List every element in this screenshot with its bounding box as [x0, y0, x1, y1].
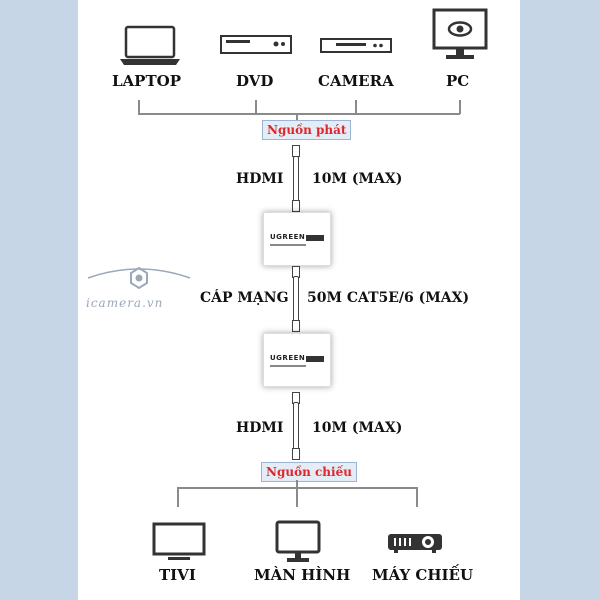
hdmi-plug: [292, 448, 300, 460]
diagram-panel: [78, 0, 520, 600]
link1-type: HDMI: [236, 171, 284, 187]
hdmi-receiver-box: UGREEN: [263, 333, 331, 387]
device-port: [306, 356, 324, 362]
monitor-icon: [275, 520, 321, 562]
tv-icon: [152, 522, 206, 560]
bracket-line: [355, 100, 357, 114]
camera-recorder-icon: [320, 38, 392, 53]
pc-monitor-icon: [432, 8, 488, 59]
bracket-line: [416, 487, 418, 507]
laptop-icon: [120, 25, 180, 65]
projector-icon: [388, 534, 442, 553]
link2-length: 50M CAT5E/6 (MAX): [307, 290, 470, 306]
output-badge: Nguồn chiếu: [261, 462, 357, 482]
source-label-camera: CAMERA: [318, 72, 394, 90]
bracket-line: [296, 113, 298, 121]
watermark-text: icamera.vn: [86, 296, 164, 310]
link3-type: HDMI: [236, 420, 284, 436]
network-plug: [292, 320, 300, 332]
link3-length: 10M (MAX): [312, 420, 403, 436]
bracket-line: [459, 100, 461, 114]
device-port: [306, 235, 324, 241]
output-label-monitor: MÀN HÌNH: [254, 566, 351, 584]
network-cable: [293, 276, 299, 326]
bracket-line: [177, 487, 179, 507]
hdmi-plug: [292, 200, 300, 212]
bracket-line: [255, 100, 257, 114]
output-label-projector: MÁY CHIẾU: [372, 566, 474, 584]
device-model-line: [270, 365, 306, 367]
hdmi-transmitter-box: UGREEN: [263, 212, 331, 266]
source-label-pc: PC: [446, 72, 470, 90]
link2-type: CÁP MẠNG: [200, 290, 289, 306]
source-label-laptop: LAPTOP: [112, 72, 181, 90]
transmitter-brand: UGREEN: [270, 233, 306, 241]
source-badge: Nguồn phát: [262, 120, 352, 140]
watermark-logo: [87, 266, 191, 290]
hdmi-cable: [293, 402, 299, 454]
bracket-line: [296, 487, 298, 507]
source-label-dvd: DVD: [236, 72, 274, 90]
link1-length: 10M (MAX): [312, 171, 403, 187]
output-label-tivi: TIVI: [159, 566, 196, 584]
device-model-line: [270, 244, 306, 246]
dvd-player-icon: [220, 35, 292, 54]
bracket-line: [138, 113, 460, 115]
bracket-line: [296, 480, 298, 488]
hdmi-cable: [293, 156, 299, 206]
bracket-line: [138, 100, 140, 114]
receiver-brand: UGREEN: [270, 354, 306, 362]
